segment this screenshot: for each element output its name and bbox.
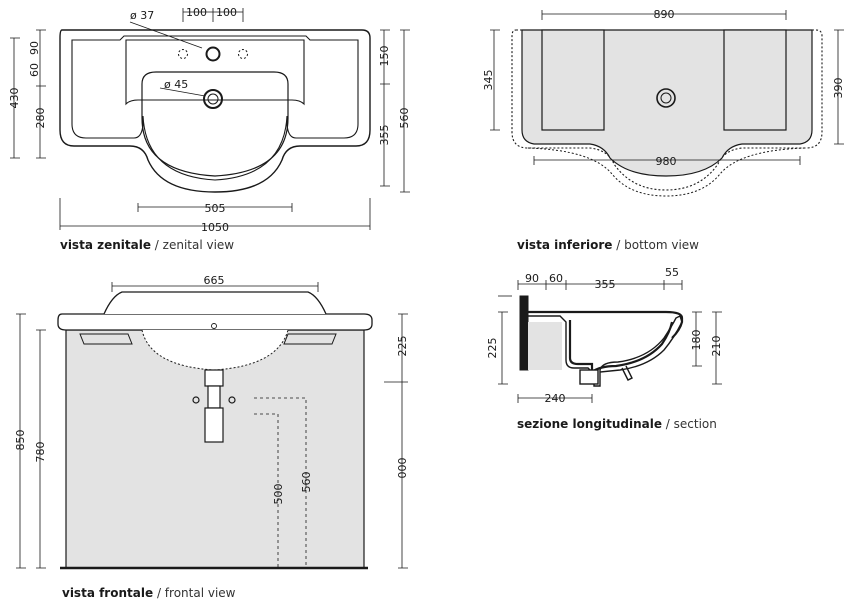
bottom-drain-outer xyxy=(656,88,676,108)
dim-850: 850 xyxy=(14,430,27,451)
section-rim xyxy=(528,310,684,339)
dim-s-90: 90 xyxy=(525,272,539,285)
section-drain xyxy=(579,369,599,385)
caption-zenital-it: vista zenitale xyxy=(60,238,151,252)
dim-280: 280 xyxy=(34,108,47,129)
dim-355: 355 xyxy=(378,125,391,146)
zenital-view xyxy=(10,8,410,230)
dim-780: 780 xyxy=(34,442,47,463)
tap-hole-left xyxy=(178,49,188,59)
dim-1050: 1050 xyxy=(201,221,229,234)
basin-top xyxy=(57,313,373,331)
dim-s-60: 60 xyxy=(549,272,563,285)
dim-60: 60 xyxy=(28,63,41,77)
bottom-bracket-left xyxy=(541,29,605,131)
section-grey-block xyxy=(528,322,562,370)
frontal-dim-labels: 665 225 850 780 500 560 000 xyxy=(14,274,409,505)
dim-500: 500 xyxy=(272,484,285,505)
section-foot xyxy=(621,365,633,381)
dim-345: 345 xyxy=(482,70,495,91)
drain-outer xyxy=(203,89,223,109)
section-view xyxy=(498,280,722,403)
caption-frontal-it: vista frontale xyxy=(62,586,154,600)
dim-000: 000 xyxy=(396,458,409,479)
dim-s-210: 210 xyxy=(710,336,723,357)
dim-s-355: 355 xyxy=(595,278,616,291)
dim-hole-diameter: ø 37 xyxy=(130,9,154,22)
caption-frontal-en: / frontal view xyxy=(156,586,236,600)
trap-body xyxy=(204,407,224,443)
drain-inner xyxy=(207,93,219,105)
dim-left-100: 100 xyxy=(186,6,207,19)
trap-nut xyxy=(204,369,224,387)
zenital-deck xyxy=(71,35,359,181)
caption-bottom: vista inferiore / bottom view xyxy=(517,238,699,252)
zenital-dim-labels: ø 37 100 100 ø 45 430 90 60 280 150 355 … xyxy=(8,6,411,234)
caption-frontal: vista frontale / frontal view xyxy=(62,586,235,600)
bottom-drain-inner xyxy=(660,92,672,104)
caption-section-en: / section xyxy=(665,417,717,431)
dim-s-225: 225 xyxy=(486,338,499,359)
caption-bottom-en: / bottom view xyxy=(616,238,699,252)
section-dim-labels: 90 60 355 55 225 180 210 240 xyxy=(486,266,723,405)
dim-drain-diameter: ø 45 xyxy=(164,78,188,91)
zenital-bowl xyxy=(141,71,289,177)
dim-560: 560 xyxy=(300,472,313,493)
dim-980: 980 xyxy=(656,155,677,168)
dim-right-100: 100 xyxy=(216,6,237,19)
bottom-bracket-right xyxy=(723,29,787,131)
section-bowl xyxy=(568,320,674,375)
caption-section-it: sezione longitudinale xyxy=(517,417,662,431)
dim-s-55: 55 xyxy=(665,266,679,279)
tap-hole-right xyxy=(238,49,248,59)
basin-back-rim xyxy=(103,291,327,315)
bottom-outline-dotted xyxy=(511,29,823,191)
caption-zenital-en: / zenital view xyxy=(154,238,235,252)
dim-430: 430 xyxy=(8,88,21,109)
dim-s-180: 180 xyxy=(690,330,703,351)
dim-505: 505 xyxy=(205,202,226,215)
dim-150: 150 xyxy=(378,46,391,67)
dim-s-240: 240 xyxy=(545,392,566,405)
bottom-view xyxy=(490,10,844,197)
dim-90: 90 xyxy=(28,41,41,55)
tap-hole-center xyxy=(205,46,221,62)
dim-560: 560 xyxy=(398,108,411,129)
caption-bottom-it: vista inferiore xyxy=(517,238,613,252)
zenital-outline xyxy=(59,29,371,193)
dim-390: 390 xyxy=(832,78,845,99)
caption-zenital: vista zenitale / zenital view xyxy=(60,238,234,252)
dim-225: 225 xyxy=(396,336,409,357)
dim-890: 890 xyxy=(654,8,675,21)
zenital-back-panel xyxy=(125,39,305,106)
dim-665: 665 xyxy=(204,274,225,287)
frontal-view xyxy=(16,282,408,570)
trap-pipe xyxy=(207,385,221,409)
section-back xyxy=(519,295,529,371)
bottom-dim-labels: 890 345 390 980 xyxy=(482,8,845,168)
caption-section: sezione longitudinale / section xyxy=(517,417,717,431)
